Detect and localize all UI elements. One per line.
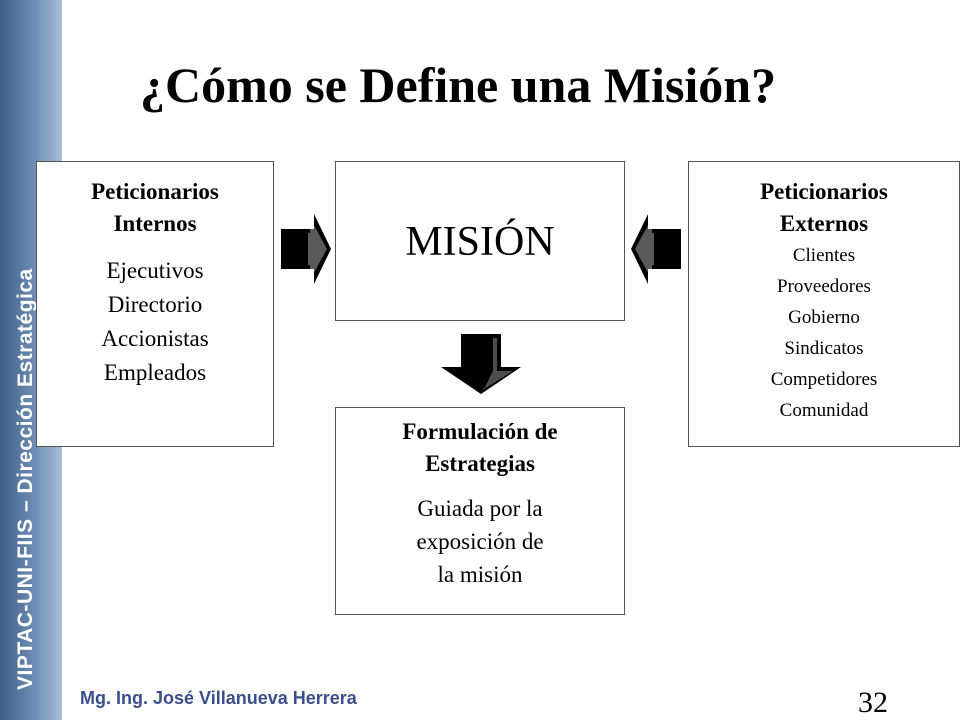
internos-item: Empleados (103, 360, 207, 385)
footer-author: Mg. Ing. José Villanueva Herrera (80, 688, 357, 708)
arrow-left-icon (631, 214, 681, 284)
externos-heading-line1: Peticionarios (760, 179, 888, 204)
internos-item: Accionistas (101, 326, 209, 351)
arrow-right-icon (281, 214, 331, 284)
internos-heading-line2: Internos (113, 211, 197, 236)
internos-item: Ejecutivos (106, 258, 204, 283)
mision-label: MISIÓN (405, 219, 555, 265)
formulacion-text-line3: la misión (437, 562, 523, 587)
slide-title: ¿Cómo se Define una Misión? (140, 57, 777, 113)
internos-box: Peticionarios Internos Ejecutivos Direct… (36, 161, 274, 447)
externos-item: Comunidad (779, 400, 869, 421)
formulacion-text-line2: exposición de (416, 529, 544, 554)
formulacion-heading-line2: Estrategias (425, 451, 535, 476)
internos-item: Directorio (107, 292, 203, 317)
externos-item: Proveedores (777, 276, 871, 297)
arrow-down-icon (441, 334, 521, 394)
externos-item: Competidores (770, 369, 878, 390)
externos-item: Clientes (792, 245, 856, 266)
formulacion-text-line1: Guiada por la (417, 496, 543, 521)
side-label: VIPTAC-UNI-FIIS – Dirección Estratégica (14, 268, 37, 690)
externos-heading-line2: Externos (779, 211, 869, 236)
externos-item: Sindicatos (784, 338, 864, 359)
page-number: 32 (858, 686, 888, 719)
mision-box: MISIÓN (335, 161, 625, 321)
formulacion-heading-line1: Formulación de (402, 419, 558, 444)
internos-heading-line1: Peticionarios (91, 179, 219, 204)
formulacion-box: Formulación de Estrategias Guiada por la… (335, 407, 625, 615)
externos-item: Gobierno (788, 307, 860, 328)
externos-box: Peticionarios Externos Clientes Proveedo… (688, 161, 960, 447)
